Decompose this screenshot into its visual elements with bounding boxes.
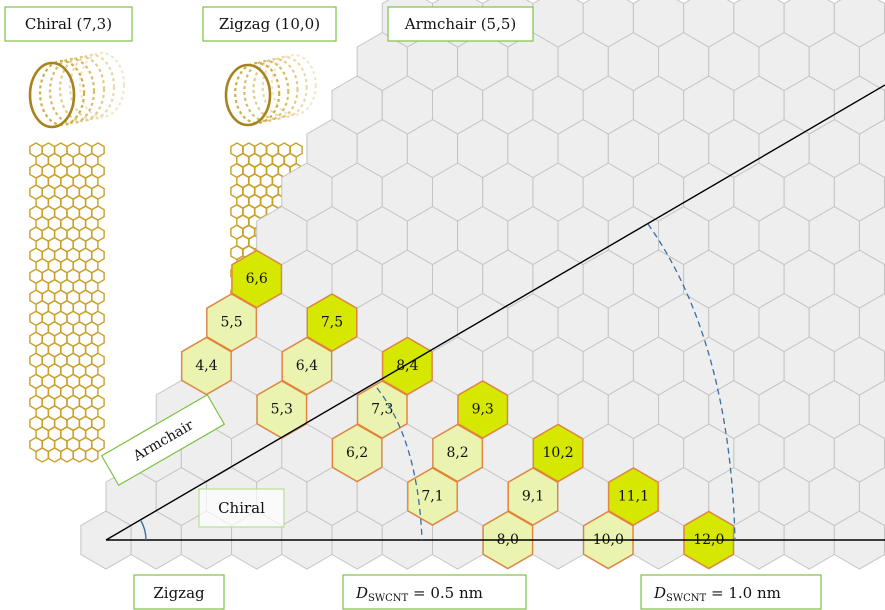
highlighted-hexes: 4,4 5,5 6,6 5,3 6,4 7,5 6,2 7,3 8,4 7,1 … [181, 249, 735, 570]
chiral-tube-end [28, 51, 126, 129]
tube-ring [68, 53, 116, 121]
hex-label: 5,3 [271, 402, 293, 418]
tube-ring [78, 51, 126, 119]
hex-8-2: 8,2 [432, 423, 483, 483]
tube-ring [234, 61, 281, 125]
hex-label: 6,4 [296, 358, 318, 374]
label-chiral-7-3: Chiral (7,3) [4, 6, 133, 42]
hex-9-1: 9,1 [507, 467, 559, 526]
chiral-tube-side [29, 142, 105, 463]
label-text: Chiral (7,3) [25, 15, 112, 33]
label-zigzag-axis: Zigzag [133, 574, 225, 610]
hex-6-4: 6,4 [281, 336, 333, 396]
label-text: Zigzag [153, 584, 205, 602]
chiral-angle-arc [139, 519, 147, 541]
carbon-ring [35, 447, 49, 463]
carbon-ring [72, 447, 87, 463]
label-diameter-1-0nm: DSWCNT = 1.0 nm [640, 574, 822, 610]
hex-5-3: 5,3 [256, 380, 308, 439]
hex-11-1: 11,1 [608, 467, 659, 526]
tube-ring [261, 55, 308, 119]
tube-ring [58, 55, 106, 123]
diameter-1-0nm-curve [647, 223, 736, 541]
label-text: DSWCNT = 0.5 nm [355, 584, 483, 604]
hex-label: 9,1 [522, 489, 544, 505]
label-chiral-region: Chiral [198, 488, 285, 528]
diameter-0-5nm-curve [376, 387, 423, 541]
tube-ring [38, 59, 86, 127]
diameter-subscript: SWCNT [666, 593, 707, 604]
diameter-symbol: D [653, 584, 666, 602]
carbon-ring [47, 447, 62, 463]
hex-label: 5,5 [220, 315, 242, 331]
hex-label: 11,1 [618, 489, 649, 505]
label-diameter-0-5nm: DSWCNT = 0.5 nm [342, 574, 527, 610]
hex-label: 8,4 [396, 358, 418, 374]
hex-label: 10,2 [543, 445, 574, 461]
hex-5-5: 5,5 [206, 293, 257, 352]
hex-7-3: 7,3 [356, 380, 408, 439]
hex-label: 7,5 [321, 315, 343, 331]
label-armchair-5-5: Armchair (5,5) [387, 6, 534, 42]
diameter-value: = 1.0 nm [706, 584, 781, 602]
hex-label: 7,1 [421, 489, 443, 505]
tube-rim [28, 61, 76, 129]
carbon-ring [84, 447, 99, 463]
hex-6-2: 6,2 [331, 423, 383, 483]
hex-8-4: 8,4 [382, 336, 433, 396]
armchair-axis-line [105, 84, 885, 541]
label-text: Zigzag (10,0) [219, 15, 320, 33]
label-text: Armchair (5,5) [404, 15, 517, 33]
hex-4-4: 4,4 [181, 336, 232, 396]
hex-label: 7,3 [371, 402, 393, 418]
diameter-subscript: SWCNT [368, 593, 409, 604]
zigzag-tube-end [224, 53, 317, 127]
hex-10-2: 10,2 [532, 423, 584, 483]
tube-rim [224, 63, 272, 127]
tube-ring [243, 59, 290, 123]
hex-6-6: 6,6 [231, 249, 283, 309]
tube-ring [252, 57, 299, 121]
label-text: DSWCNT = 1.0 nm [653, 584, 781, 604]
hex-label: 9,3 [472, 402, 494, 418]
tube-ring [48, 57, 96, 125]
diameter-value: = 0.5 nm [408, 584, 483, 602]
label-text: Chiral [218, 499, 265, 517]
hex-label: 8,2 [446, 445, 468, 461]
label-zigzag-10-0: Zigzag (10,0) [202, 6, 337, 42]
tube-ring [270, 53, 317, 117]
hex-9-3: 9,3 [457, 380, 509, 439]
hex-label: 6,2 [346, 445, 368, 461]
hex-7-5: 7,5 [306, 293, 358, 352]
diameter-symbol: D [355, 584, 368, 602]
hex-label: 6,6 [246, 271, 268, 287]
hex-label: 4,4 [195, 358, 217, 374]
carbon-ring [60, 447, 74, 463]
